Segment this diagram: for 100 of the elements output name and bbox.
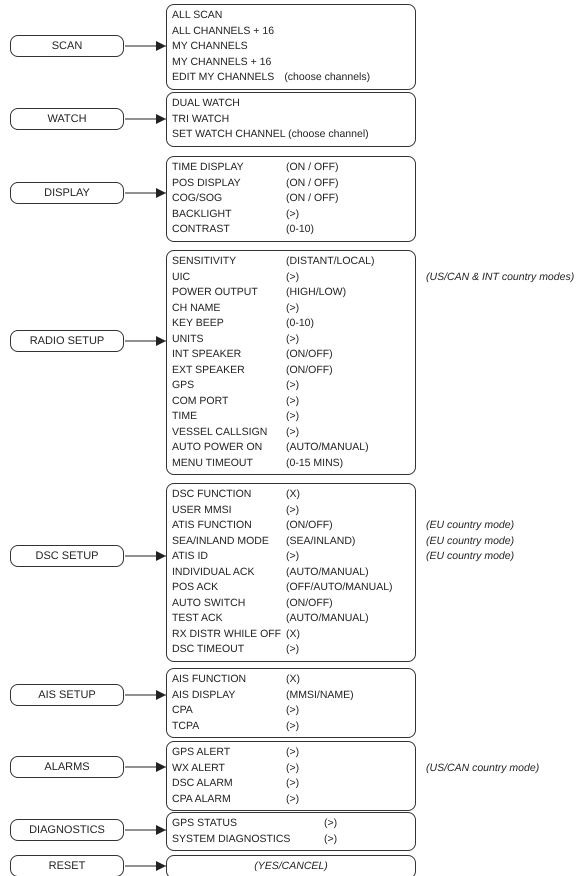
menu-option: SYSTEM DIAGNOSTICS	[172, 832, 324, 847]
option-value: (>)	[286, 502, 300, 518]
menu-option: AIS FUNCTION	[172, 672, 286, 688]
option-value: (>)	[286, 792, 300, 806]
menu-option: EXT SPEAKER	[172, 362, 286, 378]
submenu-box	[166, 668, 416, 738]
menu-item-box: ALARMS	[10, 756, 124, 778]
mode-note: (US/CAN country mode)	[426, 760, 540, 776]
menu-option: GPS	[172, 378, 286, 394]
menu-option: ALL CHANNELS + 16	[172, 24, 274, 39]
option-value: (AUTO/MANUAL)	[286, 440, 369, 455]
menu-option: SENSITIVITY	[172, 254, 286, 270]
option-value: (0-10)	[286, 222, 314, 237]
menu-option: DSC ALARM	[172, 776, 286, 792]
mode-note: (EU country mode)	[426, 534, 514, 548]
menu-option: UIC	[172, 270, 286, 285]
option-value: (>)	[286, 642, 300, 657]
option-value: (>)	[286, 378, 300, 393]
menu-option: MY CHANNELS	[172, 39, 248, 54]
menu-option: AIS DISPLAY	[172, 688, 286, 703]
option-value: (X)	[286, 487, 300, 502]
menu-option: TIME	[172, 409, 286, 424]
menu-option: AUTO POWER ON	[172, 440, 286, 456]
menu-option: SEA/INLAND MODE	[172, 534, 286, 549]
mode-note: (US/CAN & INT country modes)	[426, 270, 574, 284]
menu-option: RX DISTR WHILE OFF	[172, 626, 286, 642]
menu-option: MENU TIMEOUT	[172, 456, 286, 471]
option-value: (>)	[286, 300, 300, 316]
menu-item-box: RESET	[10, 855, 124, 876]
menu-option: AUTO SWITCH	[172, 596, 286, 611]
option-value: (>)	[324, 832, 338, 846]
option-value: (X)	[286, 672, 300, 687]
menu-option: TIME DISPLAY	[172, 160, 286, 176]
menu-option: CONTRAST	[172, 222, 286, 238]
menu-option: WX ALERT	[172, 760, 286, 776]
option-value: (>)	[286, 206, 300, 222]
option-value: (>)	[286, 745, 300, 760]
option-value: (>)	[286, 760, 300, 776]
option-value: (AUTO/MANUAL)	[286, 611, 369, 626]
option-value: (DISTANT/LOCAL)	[286, 254, 374, 269]
arrow	[124, 114, 166, 124]
menu-option: BACKLIGHT	[172, 206, 286, 222]
mode-note: (EU country mode)	[426, 518, 514, 533]
option-value: (ON/OFF)	[286, 518, 333, 533]
menu-option: COG/SOG	[172, 191, 286, 206]
arrow	[124, 188, 166, 198]
menu-item-box: DIAGNOSTICS	[10, 819, 124, 841]
submenu-box	[166, 483, 416, 662]
menu-option: CPA ALARM	[172, 792, 286, 807]
option-value: (>)	[286, 394, 300, 408]
menu-option: (YES/CANCEL)	[254, 859, 328, 874]
option-value: (ON/OFF)	[286, 347, 333, 362]
option-value: (ON / OFF)	[286, 191, 338, 206]
menu-option: EDIT MY CHANNELS	[172, 70, 274, 86]
arrow	[124, 762, 166, 772]
option-value: (ON/OFF)	[286, 362, 333, 378]
arrow	[124, 551, 166, 561]
submenu-box	[166, 741, 416, 811]
option-value: (OFF/AUTO/MANUAL)	[286, 580, 393, 595]
submenu-box	[166, 156, 416, 242]
menu-item-box: SCAN	[10, 35, 124, 57]
option-value: (0-10)	[286, 316, 314, 331]
menu-option: GPS ALERT	[172, 745, 286, 760]
menu-option: USER MMSI	[172, 502, 286, 518]
option-value: (>)	[286, 270, 300, 284]
mode-note: (EU country mode)	[426, 549, 514, 564]
menu-option: VESSEL CALLSIGN	[172, 424, 286, 440]
menu-option: CPA	[172, 703, 286, 718]
menu-item-box: DISPLAY	[10, 182, 124, 204]
option-value: (>)	[286, 332, 300, 346]
submenu-box	[166, 855, 416, 876]
menu-option: POS DISPLAY	[172, 176, 286, 191]
arrow	[124, 861, 166, 871]
menu-option: POS ACK	[172, 580, 286, 596]
menu-item-box: DSC SETUP	[10, 545, 124, 567]
option-value: (HIGH/LOW)	[286, 285, 346, 300]
option-value: (>)	[286, 549, 300, 564]
option-value: (SEA/INLAND)	[286, 534, 356, 548]
option-value: (ON / OFF)	[286, 160, 338, 175]
menu-option: GPS STATUS	[172, 816, 324, 832]
menu-option: DSC FUNCTION	[172, 487, 286, 502]
option-value: (>)	[286, 776, 300, 791]
option-value: (>)	[286, 703, 300, 718]
submenu-box	[166, 812, 416, 851]
option-value: (ON / OFF)	[286, 176, 338, 190]
menu-item-box: AIS SETUP	[10, 684, 124, 706]
menu-option: TRI WATCH	[172, 112, 230, 127]
menu-option: ALL SCAN	[172, 8, 222, 24]
menu-option: UNITS	[172, 332, 286, 347]
menu-option: COM PORT	[172, 394, 286, 409]
option-value: (0-15 MINS)	[286, 456, 344, 470]
option-value: (>)	[286, 718, 300, 734]
option-value: (>)	[286, 409, 300, 424]
menu-item-box: WATCH	[10, 108, 124, 130]
arrow	[124, 825, 166, 835]
submenu-box	[166, 250, 416, 475]
option-value: (>)	[286, 424, 300, 440]
menu-option: MY CHANNELS + 16	[172, 54, 272, 70]
option-value: (X)	[286, 626, 300, 642]
option-value: (>)	[324, 816, 338, 831]
